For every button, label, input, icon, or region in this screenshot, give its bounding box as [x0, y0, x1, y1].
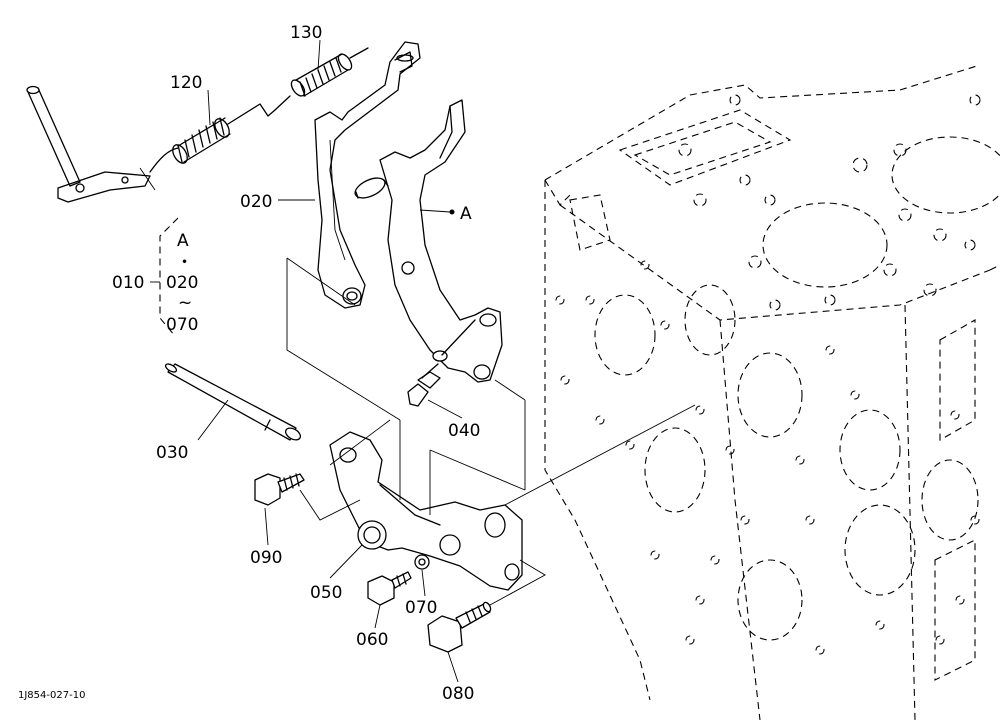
diagram-ref-code: 1J854-027-10 — [18, 690, 85, 701]
label-040: 040 — [448, 421, 480, 441]
label-030: 030 — [156, 443, 188, 463]
group-end: 070 — [166, 315, 198, 335]
label-050: 050 — [310, 583, 342, 603]
label-070: 070 — [405, 598, 437, 618]
label-090: 090 — [250, 548, 282, 568]
bolt-080 — [427, 601, 492, 653]
label-a: A — [460, 204, 472, 224]
label-130: 130 — [290, 23, 322, 43]
label-080: 080 — [442, 684, 474, 704]
fork-lever-a — [354, 99, 503, 383]
bolt-090 — [254, 473, 305, 506]
link-rod — [26, 85, 156, 203]
group-mid: 020 — [166, 273, 198, 293]
label-010: 010 — [112, 273, 144, 293]
bolt-040 — [407, 363, 441, 407]
group-start: A — [177, 231, 189, 251]
side-holes — [555, 260, 980, 655]
spring-130 — [274, 47, 369, 111]
label-120: 120 — [170, 73, 202, 93]
washer-070 — [414, 554, 430, 570]
group-bracket — [150, 217, 179, 337]
assembly-lines — [286, 257, 696, 606]
pin-030 — [164, 363, 302, 441]
deck-holes — [678, 94, 981, 311]
label-020: 020 — [240, 192, 272, 212]
bracket-050 — [329, 431, 523, 591]
engine-block — [544, 64, 1000, 721]
bolt-060 — [367, 571, 412, 606]
label-060: 060 — [356, 630, 388, 650]
callout-labels: 130 120 020 A A ・ 020 010 ~ 070 040 030 … — [18, 23, 480, 704]
group-separator: ・ — [176, 253, 193, 273]
leader-lines — [197, 39, 463, 683]
spring-120 — [149, 103, 276, 173]
group-tilde: ~ — [178, 293, 192, 313]
